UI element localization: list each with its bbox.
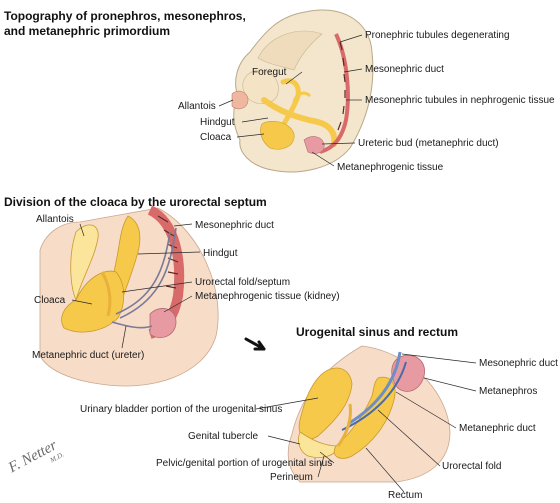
label-p3-genital-tubercle: Genital tubercle bbox=[188, 431, 258, 442]
panel3-title: Urogenital sinus and rectum bbox=[296, 325, 458, 339]
label-p3-urorectal-fold: Urorectal fold bbox=[442, 461, 501, 472]
label-p3-perineum: Perineum bbox=[270, 472, 313, 483]
mesonephric-tubules-dots bbox=[337, 41, 346, 131]
label-p2-metanephric-duct: Metanephric duct (ureter) bbox=[32, 350, 144, 361]
label-p3-pelvic-portion: Pelvic/genital portion of urogenital sin… bbox=[156, 458, 332, 469]
label-p3-metanephric-duct: Metanephric duct bbox=[459, 423, 536, 434]
label-p1-allantois: Allantois bbox=[178, 101, 216, 112]
panel2-allantois bbox=[70, 224, 99, 302]
panel3-metanephric-duct bbox=[341, 361, 407, 431]
panel3-illustration bbox=[287, 345, 451, 483]
label-mesonephric-tubules: Mesonephric tubules in nephrogenic tissu… bbox=[365, 95, 555, 106]
panel3-urorectal-fold bbox=[336, 403, 352, 447]
panel3-bladder bbox=[298, 367, 353, 440]
yolk-stalk bbox=[292, 91, 312, 103]
panel2-urorectal-septum bbox=[100, 271, 112, 317]
panel2-kidney bbox=[149, 308, 177, 338]
label-p2-hindgut: Hindgut bbox=[203, 248, 238, 259]
label-p1-hindgut: Hindgut bbox=[200, 117, 235, 128]
embryo-head-fold bbox=[257, 30, 323, 71]
label-p2-allantois: Allantois bbox=[36, 214, 74, 225]
panel2-ridge-tubules bbox=[157, 215, 179, 289]
label-p1-metanephrogenic: Metanephrogenic tissue bbox=[337, 162, 444, 173]
embryo-heart-bulge bbox=[242, 69, 279, 105]
label-p3-bladder-portion: Urinary bladder portion of the urogenita… bbox=[80, 404, 282, 415]
label-p2-metanephrogenic: Metanephrogenic tissue (kidney) bbox=[195, 291, 340, 302]
panel3-urogenital-sinus bbox=[298, 431, 339, 458]
label-p2-urorectal-fold: Urorectal fold/septum bbox=[195, 277, 290, 288]
label-p3-mesonephric-duct: Mesonephric duct bbox=[479, 358, 558, 369]
panel3-metanephros bbox=[391, 354, 426, 392]
label-p1-mesonephric-duct: Mesonephric duct bbox=[365, 64, 444, 75]
panel3-leaders bbox=[255, 353, 477, 493]
panel2-ducts bbox=[111, 227, 177, 329]
artist-signature: F. Netter M.D. bbox=[5, 437, 65, 476]
panel1-title-line1: Topography of pronephros, mesonephros, bbox=[4, 9, 246, 23]
label-ureteric-bud: Ureteric bud (metanephric duct) bbox=[358, 138, 499, 149]
panel2-title: Division of the cloaca by the urorectal … bbox=[4, 195, 267, 209]
hindgut-tube bbox=[261, 97, 338, 147]
label-p2-mesonephric-duct: Mesonephric duct bbox=[195, 220, 274, 231]
panel1-leaders bbox=[218, 34, 363, 167]
mesonephric-ridge bbox=[319, 33, 350, 154]
panel1-title-line2: and metanephric primordium bbox=[4, 24, 170, 38]
allantois-sac bbox=[231, 90, 249, 110]
panel1-illustration bbox=[231, 9, 374, 173]
label-foregut: Foregut bbox=[252, 67, 287, 78]
label-p1-cloaca: Cloaca bbox=[200, 132, 232, 143]
panel3-mesonephric-duct bbox=[347, 351, 402, 426]
progression-arrow bbox=[244, 337, 266, 351]
label-pronephric-tubules: Pronephric tubules degenerating bbox=[365, 30, 510, 41]
panel2-illustration bbox=[39, 205, 219, 387]
label-p2-cloaca: Cloaca bbox=[34, 295, 66, 306]
label-p3-rectum: Rectum bbox=[388, 490, 422, 501]
cloaca-region bbox=[260, 121, 295, 150]
panel2-leaders bbox=[71, 223, 201, 349]
label-p3-metanephros: Metanephros bbox=[479, 386, 537, 397]
